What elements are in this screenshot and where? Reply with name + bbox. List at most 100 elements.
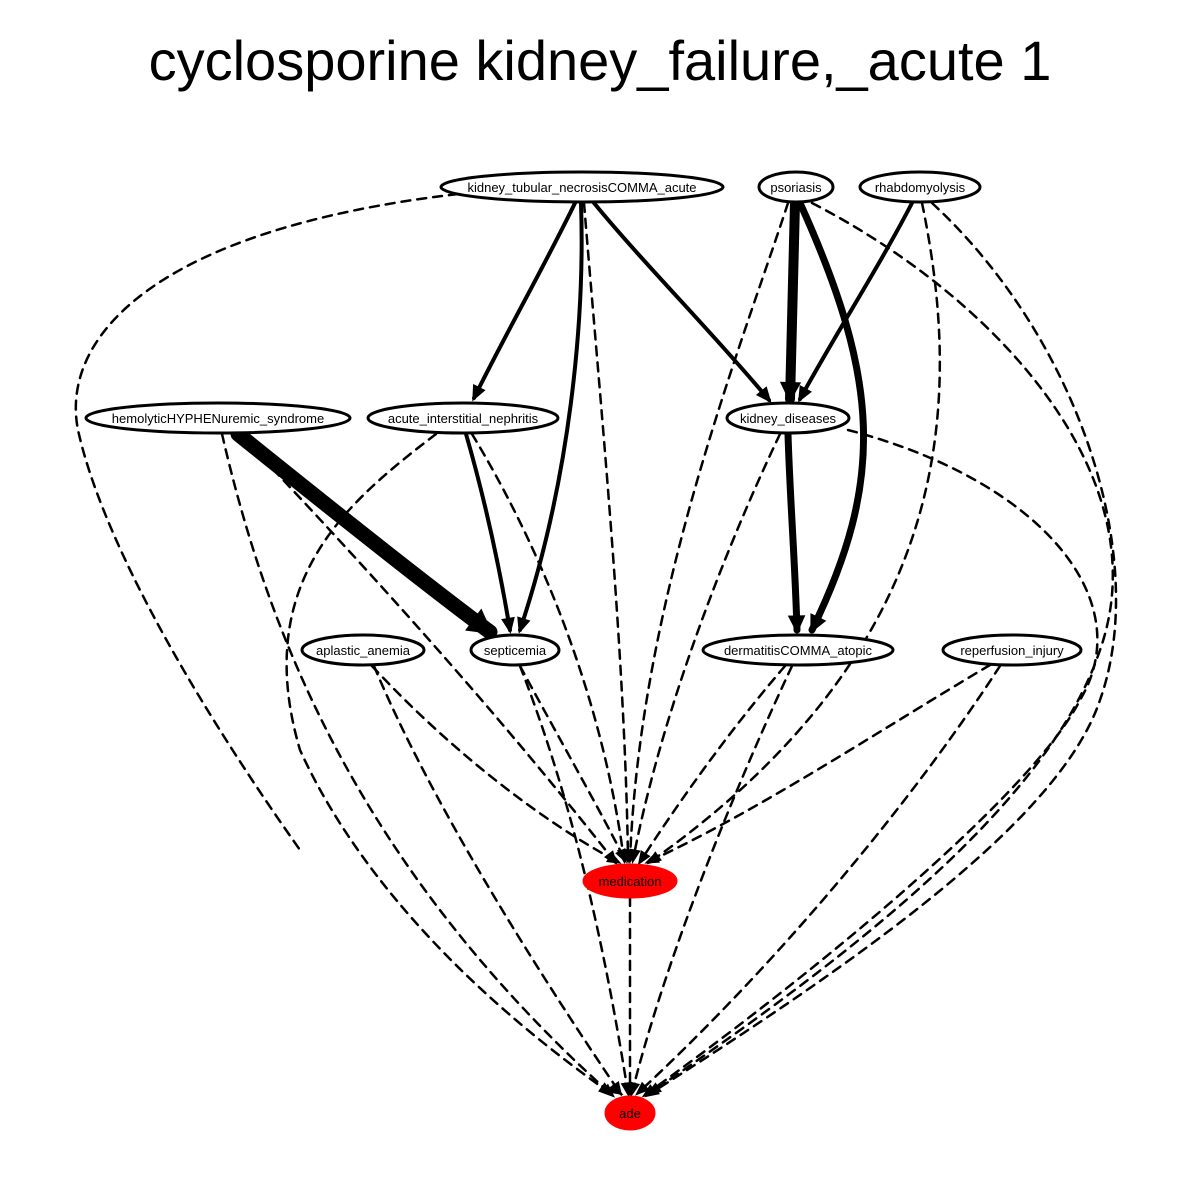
edge-apl-to-med bbox=[370, 664, 622, 864]
edge-line bbox=[798, 201, 914, 401]
node-ktn: kidney_tubular_necrosisCOMMA_acute bbox=[439, 170, 725, 204]
edge-line bbox=[472, 201, 577, 400]
edge-line bbox=[518, 201, 584, 632]
edge-kd-to-med bbox=[629, 432, 782, 865]
edge-line bbox=[796, 199, 867, 634]
edge-arrowhead bbox=[634, 1081, 650, 1096]
diagram-title: cyclosporine kidney_failure,_acute 1 bbox=[148, 29, 1052, 92]
node-label: reperfusion_injury bbox=[960, 643, 1064, 658]
node-shape bbox=[701, 633, 895, 667]
edge-arrowhead bbox=[644, 852, 660, 864]
node-label: rhabdomyolysis bbox=[875, 180, 966, 195]
node-der: dermatitisCOMMA_atopic bbox=[701, 633, 895, 667]
node-label: hemolyticHYPHENuremic_syndrome bbox=[112, 411, 324, 426]
edge-arrowhead bbox=[810, 613, 827, 634]
node-sep: septicemia bbox=[469, 633, 561, 667]
edge-arrowhead bbox=[609, 1081, 623, 1097]
edge-pso-to-med bbox=[624, 201, 790, 865]
edge-arrowhead bbox=[465, 608, 493, 635]
edge-hus-to-sep bbox=[230, 426, 498, 640]
edge-line bbox=[628, 201, 790, 862]
node-shape bbox=[941, 633, 1083, 667]
edge-line bbox=[238, 432, 617, 864]
node-shape bbox=[757, 170, 835, 204]
edge-kd-to-ade bbox=[641, 428, 1099, 1098]
edge-der-to-med bbox=[637, 664, 787, 866]
edge-line bbox=[631, 432, 782, 862]
edge-line bbox=[370, 664, 620, 864]
node-label: medication bbox=[599, 874, 662, 889]
node-ade: ade bbox=[604, 1095, 656, 1131]
node-ain: acute_interstitial_nephritis bbox=[366, 401, 560, 435]
edge-line bbox=[74, 192, 460, 852]
node-shape bbox=[469, 633, 561, 667]
edge-line bbox=[784, 430, 801, 634]
edge-arrowhead bbox=[624, 1082, 636, 1098]
edge-arrowhead bbox=[501, 616, 515, 634]
edge-arrowhead bbox=[472, 384, 486, 402]
node-label: kidney_diseases bbox=[740, 411, 837, 426]
node-rha: rhabdomyolysis bbox=[858, 170, 982, 204]
edge-arrowhead bbox=[606, 851, 622, 864]
edge-line bbox=[643, 428, 1099, 1097]
node-kd: kidney_diseases bbox=[725, 401, 851, 435]
edge-apl-to-ade bbox=[372, 664, 623, 1097]
edge-line bbox=[372, 664, 622, 1095]
edge-med-to-ade bbox=[624, 895, 636, 1098]
node-shape bbox=[439, 170, 725, 204]
node-shape bbox=[84, 401, 352, 435]
edge-line bbox=[582, 201, 630, 862]
edge-sep-to-med bbox=[518, 664, 627, 864]
node-label: psoriasis bbox=[770, 180, 822, 195]
edge-line bbox=[220, 432, 614, 1097]
node-label: acute_interstitial_nephritis bbox=[388, 411, 539, 426]
node-label: kidney_tubular_necrosisCOMMA_acute bbox=[467, 180, 696, 195]
edge-line bbox=[464, 432, 512, 632]
edge-arrowhead bbox=[615, 848, 627, 864]
edge-arrowhead bbox=[637, 850, 651, 866]
edge-line bbox=[636, 664, 1002, 1095]
node-med: medication bbox=[582, 863, 678, 899]
edge-rep-to-ade bbox=[634, 664, 1002, 1096]
node-hus: hemolyticHYPHENuremic_syndrome bbox=[84, 401, 352, 435]
node-shape bbox=[582, 863, 678, 899]
edge-kd-to-der bbox=[784, 430, 806, 634]
node-shape bbox=[300, 633, 426, 667]
node-label: ade bbox=[619, 1106, 641, 1121]
edge-arrowhead bbox=[517, 616, 531, 634]
edge-line bbox=[648, 201, 1115, 1095]
edge-ktn-to-med bbox=[582, 201, 634, 865]
node-label: aplastic_anemia bbox=[316, 643, 411, 658]
edges-layer bbox=[74, 192, 1118, 1098]
edge-line bbox=[648, 201, 942, 864]
edge-line bbox=[518, 664, 627, 862]
edge-arrowhead bbox=[787, 615, 806, 634]
edge-line bbox=[285, 432, 612, 1095]
edge-ktn-to-kd bbox=[592, 201, 772, 403]
node-shape bbox=[366, 401, 560, 435]
edge-arrowhead bbox=[779, 381, 802, 403]
edge-rep-to-med bbox=[644, 663, 992, 864]
edge-arrowhead bbox=[798, 384, 812, 403]
node-label: septicemia bbox=[484, 643, 547, 658]
node-rep: reperfusion_injury bbox=[941, 633, 1083, 667]
edge-line bbox=[638, 664, 787, 864]
edge-arrowhead bbox=[629, 848, 641, 865]
edge-arrowhead bbox=[598, 1082, 614, 1096]
node-shape bbox=[858, 170, 982, 204]
edge-line bbox=[646, 663, 992, 864]
edge-line bbox=[646, 201, 1118, 1097]
edge-rha-to-kd bbox=[798, 201, 914, 403]
node-pso: psoriasis bbox=[757, 170, 835, 204]
edge-pso-to-kd bbox=[779, 198, 802, 404]
node-shape bbox=[604, 1095, 656, 1131]
edge-line bbox=[470, 432, 626, 862]
edge-ain-to-ade bbox=[285, 432, 614, 1096]
node-shape bbox=[725, 401, 851, 435]
node-label: dermatitisCOMMA_atopic bbox=[724, 643, 873, 658]
edge-line bbox=[518, 664, 630, 1095]
edge-ktn-to-sep bbox=[517, 201, 584, 634]
edge-line bbox=[592, 201, 771, 402]
edge-pso-to-der bbox=[796, 199, 867, 634]
